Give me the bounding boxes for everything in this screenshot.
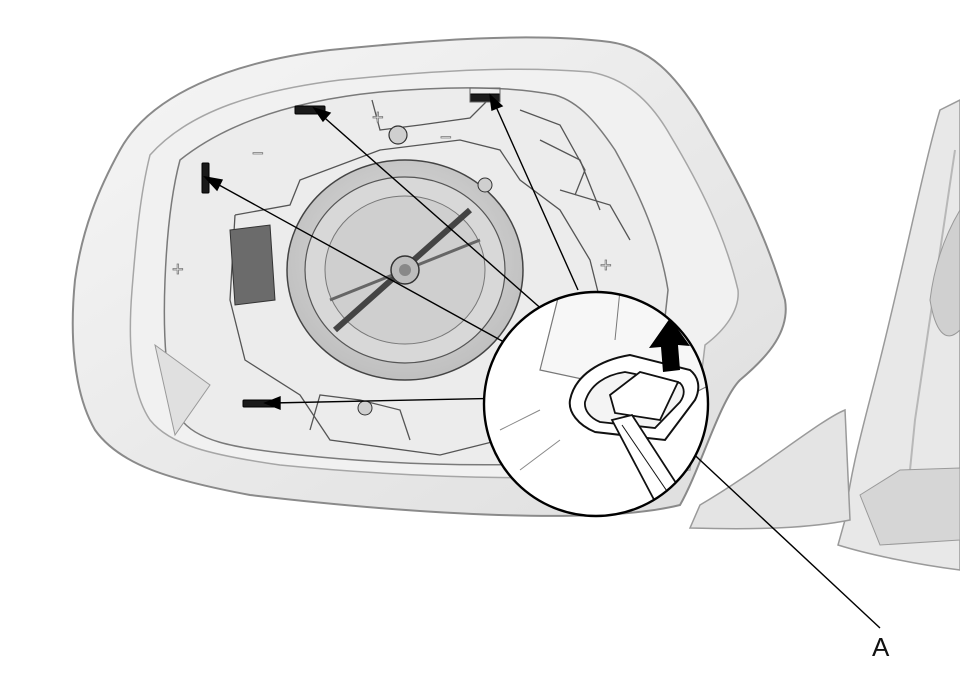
- plus-mark: +: [172, 259, 184, 281]
- mirror-arm: [688, 408, 851, 530]
- actuator-frame: [229, 97, 631, 456]
- reflector-wedge: [154, 343, 211, 437]
- plus-mark: +: [372, 107, 384, 129]
- clip-tab: [608, 371, 680, 421]
- mirror-base: [837, 99, 960, 571]
- minus-mark: −: [252, 143, 264, 165]
- minus-mark: −: [440, 127, 452, 149]
- dark-bracket: [229, 224, 276, 306]
- zoom-detail: [482, 290, 710, 518]
- callout-label-a: A: [872, 632, 890, 662]
- plus-mark: +: [600, 255, 612, 277]
- leader-lines: [203, 93, 881, 629]
- actuator-dial: [286, 125, 524, 416]
- arrow-up-icon: [649, 318, 690, 372]
